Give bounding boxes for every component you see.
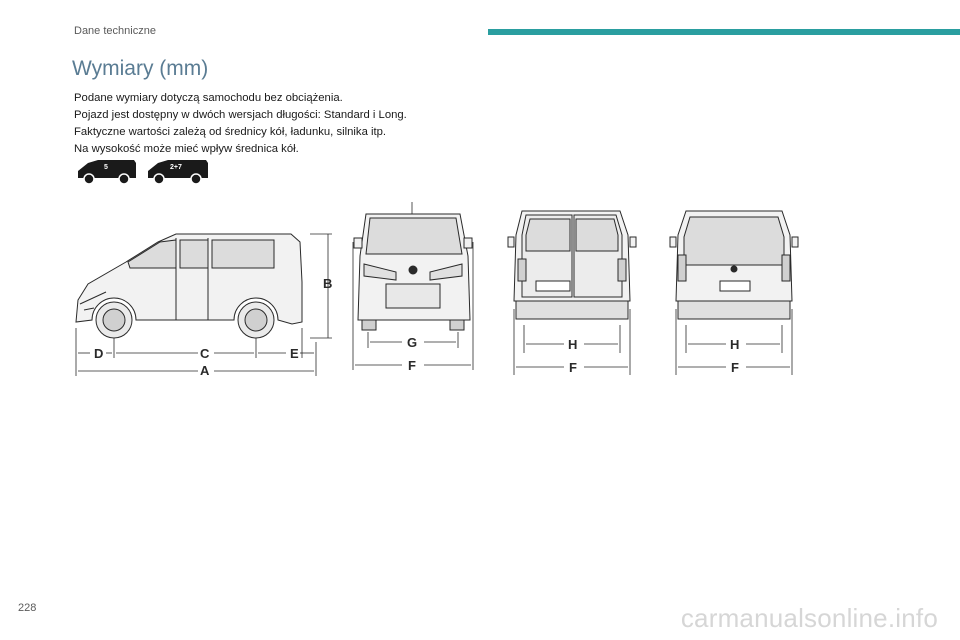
watermark: carmanualsonline.info <box>680 603 938 633</box>
icon-badge: 5 <box>104 164 108 171</box>
label-a: A <box>200 363 210 378</box>
icon-badge: 2+7 <box>170 164 182 171</box>
page-title: Wymiary (mm) <box>72 57 209 80</box>
label-b: B <box>323 276 332 291</box>
label-d: D <box>94 346 103 361</box>
intro-line: Na wysokość może mieć wpływ średnica kół… <box>74 143 299 155</box>
label-h: H <box>568 337 577 352</box>
label-f: F <box>569 360 577 375</box>
rear-view-long-diagram: H F <box>669 210 799 375</box>
intro-line: Faktyczne wartości zależą od średnicy kó… <box>74 126 387 138</box>
intro-line: Pojazd jest dostępny w dwóch wersjach dł… <box>74 109 407 121</box>
label-h: H <box>730 337 739 352</box>
intro-text: Podane wymiary dotyczą samochodu bez obc… <box>74 90 407 158</box>
label-c: C <box>200 346 210 361</box>
front-view-diagram: G F <box>352 202 474 373</box>
header-accent-rule <box>488 29 960 35</box>
label-f: F <box>408 358 416 373</box>
side-view-diagram: B D C E A <box>75 233 332 378</box>
label-g: G <box>407 335 417 350</box>
rear-view-van-diagram: H F <box>507 210 637 375</box>
label-e: E <box>290 346 299 361</box>
section-label: Dane techniczne <box>74 25 156 37</box>
intro-line: Podane wymiary dotyczą samochodu bez obc… <box>74 92 343 104</box>
van-5-seat-icon: 5 <box>78 160 136 185</box>
page-number: 228 <box>18 602 37 614</box>
label-f: F <box>731 360 739 375</box>
van-7-seat-icon: 2+7 <box>148 160 208 185</box>
